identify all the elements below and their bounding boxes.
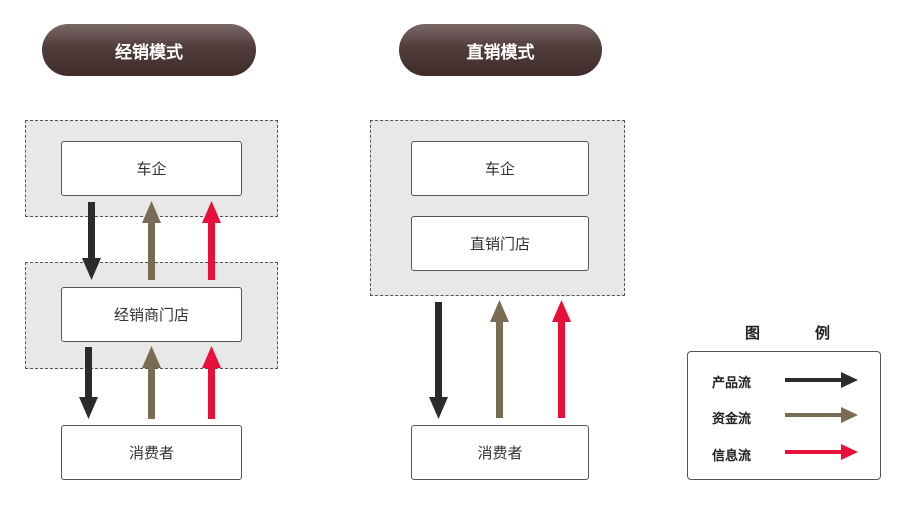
direct-mode-title: 直销模式 bbox=[399, 24, 602, 76]
oem-box-right: 车企 bbox=[411, 141, 589, 196]
legend-capital-arrow bbox=[784, 406, 858, 423]
product-flow-arrow bbox=[79, 347, 98, 419]
product-flow-arrow bbox=[429, 302, 448, 419]
legend-title: 图 例 bbox=[745, 322, 830, 343]
legend-info-arrow bbox=[784, 443, 858, 460]
consumer-box-right: 消费者 bbox=[411, 425, 589, 480]
capital-flow-arrow bbox=[142, 346, 161, 419]
product-flow-arrow bbox=[82, 202, 101, 280]
info-flow-arrow bbox=[202, 201, 221, 280]
dealer-mode-title: 经销模式 bbox=[42, 24, 256, 76]
oem-box-left: 车企 bbox=[61, 141, 242, 196]
legend-product-arrow bbox=[784, 371, 858, 388]
legend-label-info: 信息流 bbox=[712, 449, 752, 464]
capital-flow-arrow bbox=[142, 201, 161, 280]
direct-store-box: 直销门店 bbox=[411, 216, 589, 271]
legend-title-char-2: 例 bbox=[814, 324, 830, 342]
legend-title-char-1: 图 bbox=[745, 324, 761, 342]
legend-box: 产品流 资金流 信息流 bbox=[687, 351, 881, 480]
legend-arrows bbox=[784, 371, 858, 460]
dealer-store-box: 经销商门店 bbox=[61, 287, 242, 342]
info-flow-arrow bbox=[202, 346, 221, 419]
info-flow-arrow bbox=[552, 300, 571, 418]
capital-flow-arrow bbox=[490, 300, 509, 418]
consumer-box-left: 消费者 bbox=[61, 425, 242, 480]
legend-label-product: 产品流 bbox=[712, 376, 752, 391]
legend-label-capital: 资金流 bbox=[712, 412, 752, 427]
